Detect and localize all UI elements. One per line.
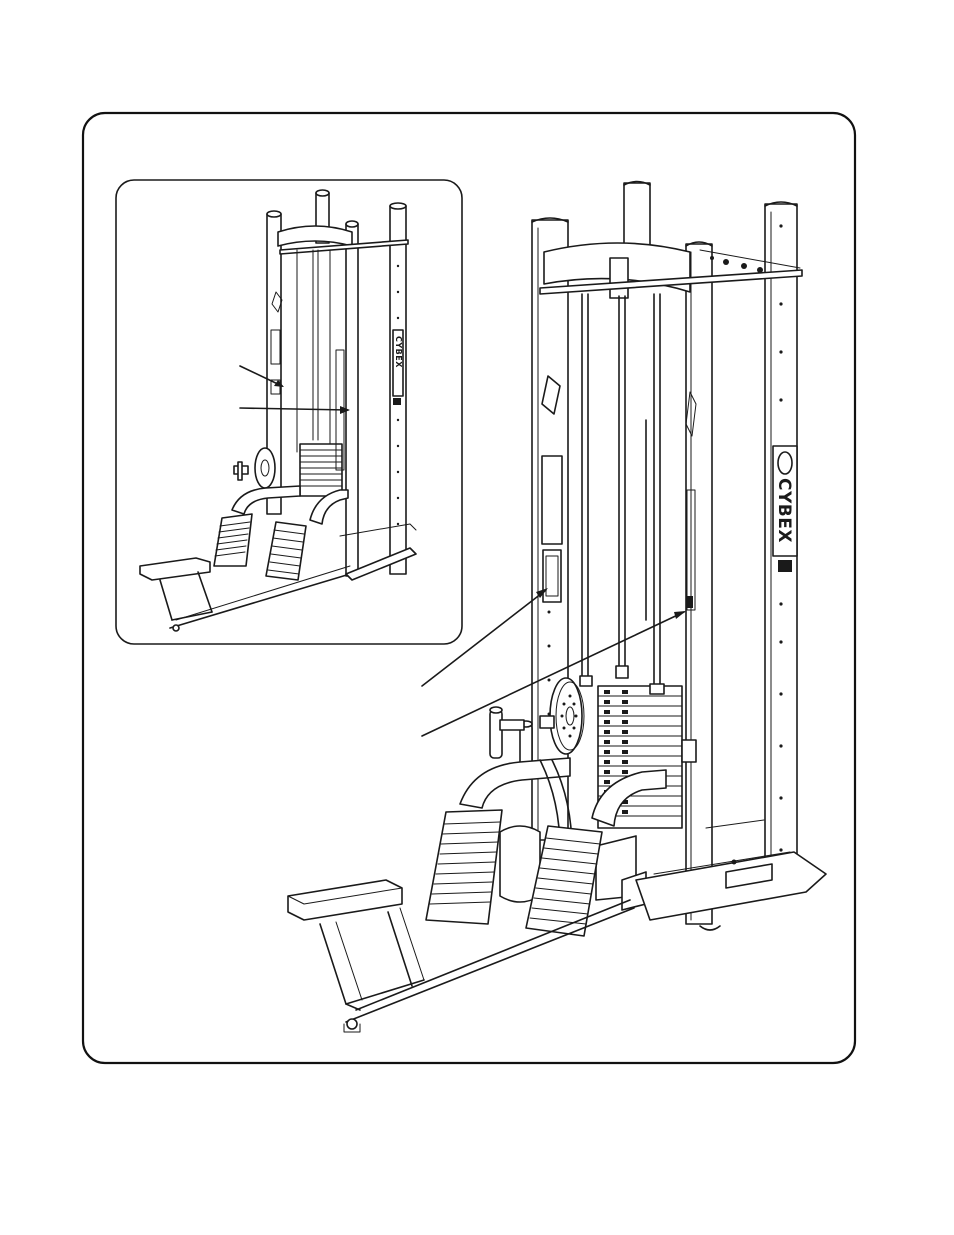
right-front-post	[685, 243, 713, 925]
pulley-wheel	[549, 677, 585, 755]
inset-weight-stack	[299, 349, 345, 497]
inset-brand-plate	[392, 329, 404, 397]
main-seat	[287, 879, 425, 1011]
main-brand-logo: CYBEX	[774, 478, 794, 543]
inset-frame	[115, 179, 463, 645]
warning-label	[778, 560, 792, 572]
main-brand-plate	[772, 445, 798, 557]
inset-callout-arrows	[239, 365, 350, 414]
main-foot-plates	[425, 809, 603, 937]
inset-seat	[139, 557, 211, 581]
row-handle	[489, 706, 555, 773]
inset-foot-plates	[213, 513, 307, 581]
outer-frame	[81, 111, 857, 1065]
inset-brand-logo: CYBEX	[394, 336, 403, 368]
main-view: CYBEX	[287, 180, 827, 1033]
floor-rail	[345, 907, 635, 1023]
left-post-placard	[542, 549, 562, 603]
main-callout-arrows	[421, 588, 686, 737]
inset-view: CYBEX	[115, 179, 463, 645]
